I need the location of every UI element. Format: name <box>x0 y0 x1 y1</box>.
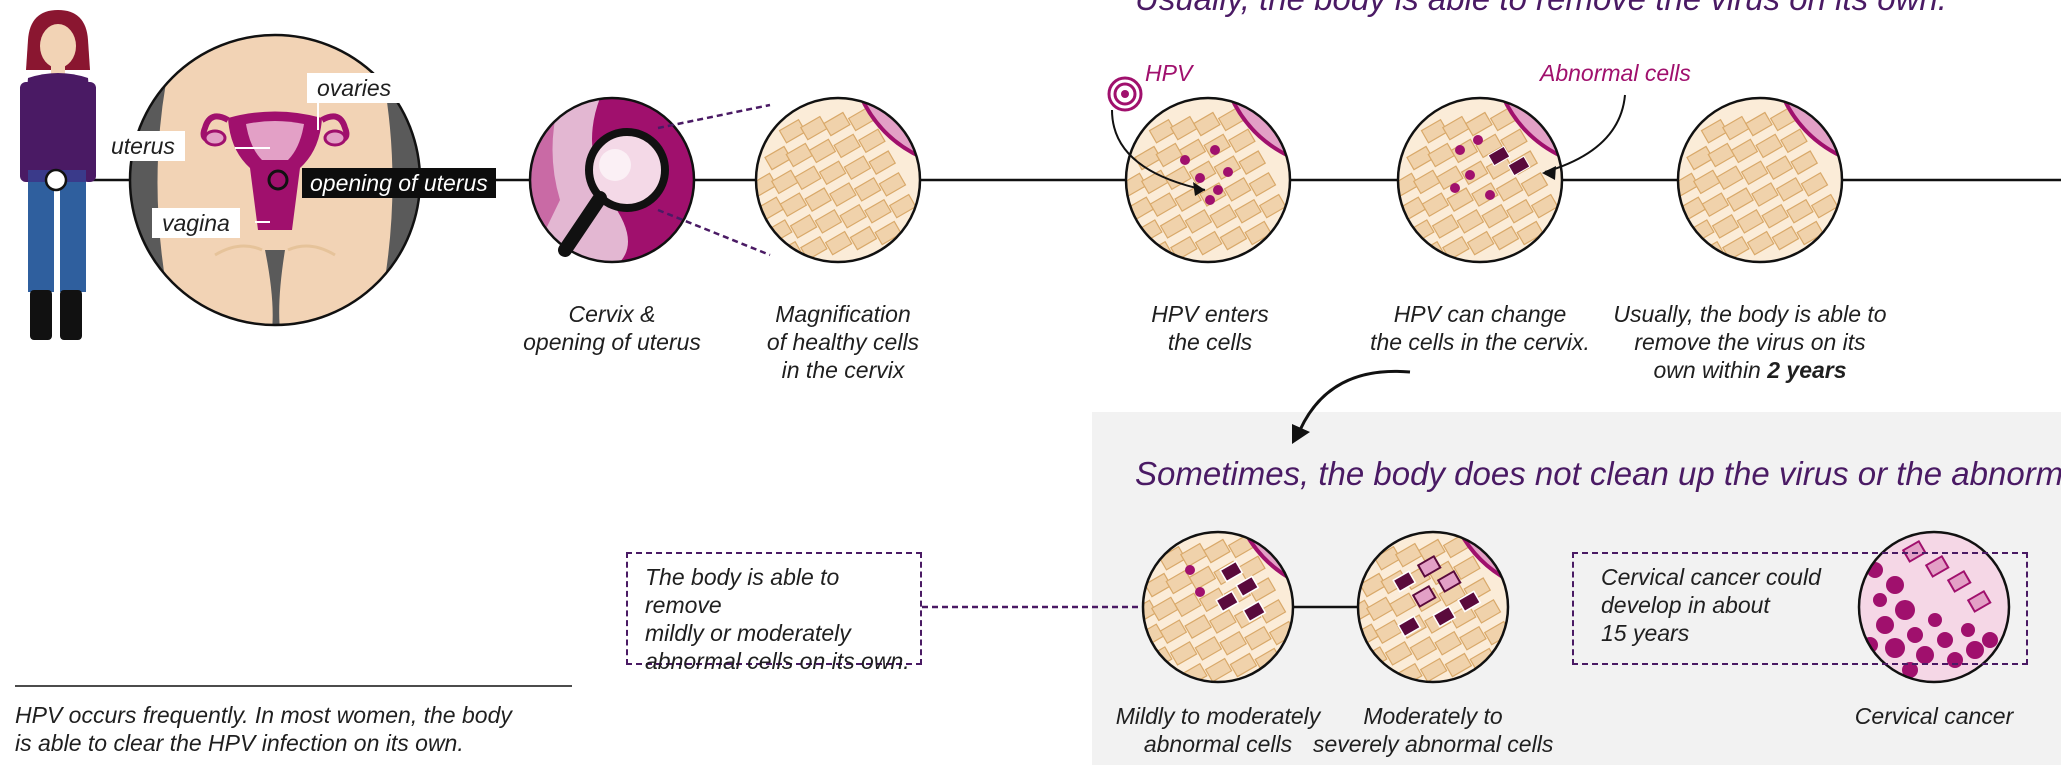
caption-hpv-change-line2: the cells in the cervix. <box>1360 328 1600 356</box>
caption-hpv-enters-line2: the cells <box>1110 328 1310 356</box>
caption-body-removes: Usually, the body is able to remove the … <box>1600 300 1900 384</box>
footnote: HPV occurs frequently. In most women, th… <box>15 701 575 757</box>
caption-body-removes-line2: remove the virus on its <box>1600 328 1900 356</box>
caption-hpv-enters-line1: HPV enters <box>1110 300 1310 328</box>
caption-mild: Mildly to moderately abnormal cells <box>1098 702 1338 758</box>
label-hpv: HPV <box>1145 58 1192 88</box>
caption-hpv-change: HPV can change the cells in the cervix. <box>1360 300 1600 356</box>
woman-figure-icon <box>20 10 96 340</box>
label-uterus: uterus <box>101 131 185 161</box>
body-removes-line1: The body is able to remove <box>645 563 917 619</box>
label-opening-of-uterus: opening of uterus <box>302 168 496 198</box>
label-ovaries: ovaries <box>307 73 401 103</box>
hpv-enters-circle <box>1118 90 1298 270</box>
caption-mild-line1: Mildly to moderately <box>1098 702 1338 730</box>
caption-magnification-line3: in the cervix <box>738 356 948 384</box>
caption-magnification-line1: Magnification <box>738 300 948 328</box>
body-removes-line2: mildly or moderately <box>645 619 917 647</box>
curved-arrow-icon <box>1292 371 1410 444</box>
caption-body-removes-line3: own within 2 years <box>1600 356 1900 384</box>
caption-cervix: Cervix & opening of uterus <box>512 300 712 356</box>
panel-headline: Sometimes, the body does not clean up th… <box>1135 455 2061 493</box>
caption-mild-line2: abnormal cells <box>1098 730 1338 758</box>
footnote-line2: is able to clear the HPV infection on it… <box>15 729 575 757</box>
abnormal-cells-circle <box>1390 90 1570 270</box>
caption-cancer: Cervical cancer <box>1834 702 2034 730</box>
footnote-line1: HPV occurs frequently. In most women, th… <box>15 701 575 729</box>
cancer-develop-line1: Cervical cancer could <box>1601 563 1851 591</box>
caption-hpv-enters: HPV enters the cells <box>1110 300 1310 356</box>
body-removes-text: The body is able to remove mildly or mod… <box>645 563 917 675</box>
caption-two-years: 2 years <box>1767 357 1846 383</box>
cancer-develop-line2: develop in about <box>1601 591 1851 619</box>
caption-cervix-line2: opening of uterus <box>512 328 712 356</box>
label-abnormal-cells: Abnormal cells <box>1540 58 1691 88</box>
caption-body-removes-line3-text: own within <box>1653 357 1767 383</box>
caption-magnification-line2: of healthy cells <box>738 328 948 356</box>
caption-cervix-line1: Cervix & <box>512 300 712 328</box>
caption-severe-line2: severely abnormal cells <box>1313 730 1553 758</box>
caption-body-removes-line1: Usually, the body is able to <box>1600 300 1900 328</box>
caption-hpv-change-line1: HPV can change <box>1360 300 1600 328</box>
mild-abnormal-circle <box>1128 517 1308 697</box>
cleared-cells-circle <box>1670 90 1850 270</box>
label-vagina: vagina <box>152 208 240 238</box>
severe-abnormal-circle <box>1343 517 1523 697</box>
body-removes-line3: abnormal cells on its own. <box>645 647 917 675</box>
cancer-develop-line3: 15 years <box>1601 619 1851 647</box>
cancer-develop-text: Cervical cancer could develop in about 1… <box>1601 563 1851 647</box>
healthy-cells-circle <box>748 90 928 270</box>
top-headline: Usually, the body is able to remove the … <box>1135 0 1947 18</box>
caption-severe: Moderately to severely abnormal cells <box>1313 702 1553 758</box>
caption-severe-line1: Moderately to <box>1313 702 1553 730</box>
abnormal-cells-arrow <box>1542 95 1625 180</box>
caption-magnification: Magnification of healthy cells in the ce… <box>738 300 948 384</box>
